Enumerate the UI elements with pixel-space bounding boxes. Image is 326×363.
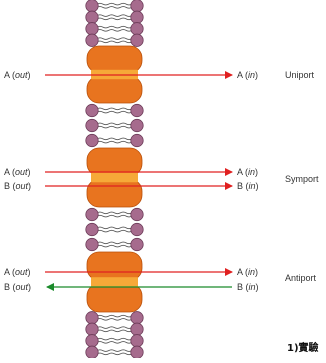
lipid-tail	[97, 38, 132, 40]
molecule-label-out: B (out)	[4, 282, 31, 292]
lipid-head	[131, 23, 143, 35]
lipid-tail	[97, 141, 132, 143]
protein-channel	[91, 173, 138, 183]
lipid-head	[86, 134, 98, 146]
lipid-head	[131, 134, 143, 146]
transport-protein	[87, 252, 142, 312]
molecule-label-out: A (out)	[4, 167, 31, 177]
lipid-tail	[97, 111, 132, 113]
lipid-tail	[97, 30, 132, 32]
lipid-tail	[97, 138, 132, 140]
transport-type-label: Symport	[285, 174, 319, 184]
lipid-head	[131, 119, 143, 131]
lipid-tail	[97, 126, 132, 128]
transport-type-label: Antiport	[285, 273, 317, 283]
lipid-head	[131, 34, 143, 46]
lipid-tail	[97, 230, 132, 232]
lipid-head	[86, 34, 98, 46]
lipid-head	[86, 0, 98, 12]
lipid-head	[86, 238, 98, 250]
lipid-tail	[97, 41, 132, 43]
lipid-tail	[97, 212, 132, 214]
lipid-tail	[97, 245, 132, 247]
lipid-head	[86, 223, 98, 235]
lipid-tail	[97, 338, 132, 340]
lipid-head	[86, 104, 98, 116]
lipid-tail	[97, 15, 132, 17]
lipid-head	[131, 312, 143, 324]
lipid-head	[131, 208, 143, 220]
molecule-label-in: A (in)	[237, 267, 258, 277]
lipid-head	[131, 238, 143, 250]
lipid-tail	[97, 350, 132, 352]
lipid-tail	[97, 227, 132, 229]
lipid-tail	[97, 315, 132, 317]
molecule-label-out: A (out)	[4, 267, 31, 277]
protein-channel	[91, 277, 138, 287]
lipid-head	[131, 346, 143, 358]
protein-lobe-bottom	[87, 179, 142, 207]
protein-lobe-top	[87, 252, 142, 280]
lipid-tail	[97, 108, 132, 110]
lipid-segment	[86, 208, 143, 250]
transport-type-label: Uniport	[285, 70, 315, 80]
lipid-head	[86, 11, 98, 23]
molecule-label-in: A (in)	[237, 167, 258, 177]
lipid-tail	[97, 3, 132, 5]
protein-lobe-bottom	[87, 284, 142, 312]
side-word: out	[15, 167, 28, 177]
side-word: out	[15, 267, 28, 277]
lipid-tail	[97, 7, 132, 9]
lipid-tail	[97, 327, 132, 329]
transport-protein	[87, 148, 142, 207]
lipid-tail	[97, 26, 132, 28]
lipid-head	[86, 119, 98, 131]
side-word: out	[15, 70, 28, 80]
lipid-head	[131, 104, 143, 116]
lipid-head	[131, 323, 143, 335]
side-word: out	[16, 282, 29, 292]
lipid-head	[131, 223, 143, 235]
lipid-tail	[97, 319, 132, 321]
lipid-head	[131, 335, 143, 347]
lipid-tail	[97, 18, 132, 20]
side-word: in	[248, 70, 255, 80]
lipid-segment	[86, 312, 143, 358]
lipid-tail	[97, 342, 132, 344]
side-word: in	[249, 282, 256, 292]
lipid-head	[131, 11, 143, 23]
protein-lobe-bottom	[87, 76, 142, 103]
side-word: out	[16, 181, 29, 191]
lipid-head	[86, 23, 98, 35]
lipid-segment	[86, 104, 143, 146]
lipid-segment	[86, 0, 143, 46]
lipid-head	[86, 335, 98, 347]
protein-lobe-top	[87, 46, 142, 73]
lipid-head	[86, 323, 98, 335]
lipid-tail	[97, 242, 132, 244]
lipid-tail	[97, 330, 132, 332]
molecule-label-in: B (in)	[237, 282, 259, 292]
molecule-label-in: A (in)	[237, 70, 258, 80]
lipid-head	[86, 208, 98, 220]
side-word: in	[248, 267, 255, 277]
side-word: in	[249, 181, 256, 191]
lipid-head	[86, 312, 98, 324]
lipid-head	[86, 346, 98, 358]
side-word: in	[248, 167, 255, 177]
footnote-text: 1)實驗	[287, 341, 319, 354]
lipid-tail	[97, 353, 132, 355]
molecule-label-in: B (in)	[237, 181, 259, 191]
lipid-head	[131, 0, 143, 12]
molecule-labels: Uniport A (out) A (in) Symport A (out) A (in)…	[4, 70, 319, 292]
molecule-label-out: A (out)	[4, 70, 31, 80]
lipid-tail	[97, 215, 132, 217]
molecule-label-out: B (out)	[4, 181, 31, 191]
lipid-tail	[97, 123, 132, 125]
